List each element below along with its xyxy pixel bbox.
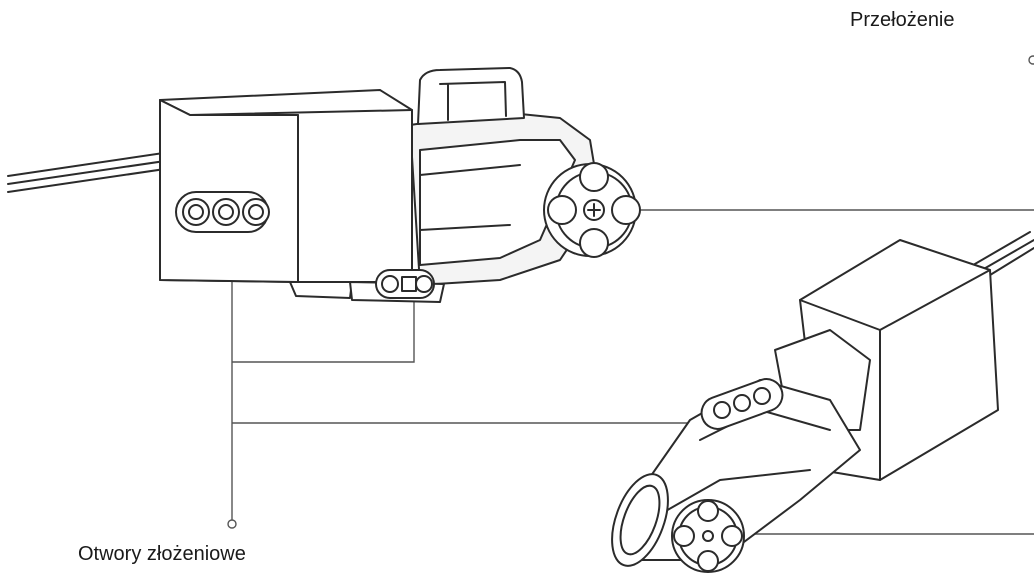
leader-end-dot-top bbox=[1028, 55, 1034, 65]
motor-bottom bbox=[611, 231, 1034, 573]
label-assembly-holes: Otwory złożeniowe bbox=[78, 543, 246, 565]
leader-end-dot-bottom bbox=[227, 519, 237, 529]
assembly-hole-3 bbox=[242, 198, 270, 226]
leader-holes-bracket bbox=[232, 300, 415, 363]
assembly-hole-2 bbox=[212, 198, 240, 226]
label-gear-ratio: Przełożenie bbox=[850, 9, 955, 31]
output-hub-bottom bbox=[671, 499, 745, 573]
output-hub-top bbox=[543, 162, 641, 258]
assembly-hole-1 bbox=[182, 198, 210, 226]
large-motor-top bbox=[7, 67, 641, 303]
